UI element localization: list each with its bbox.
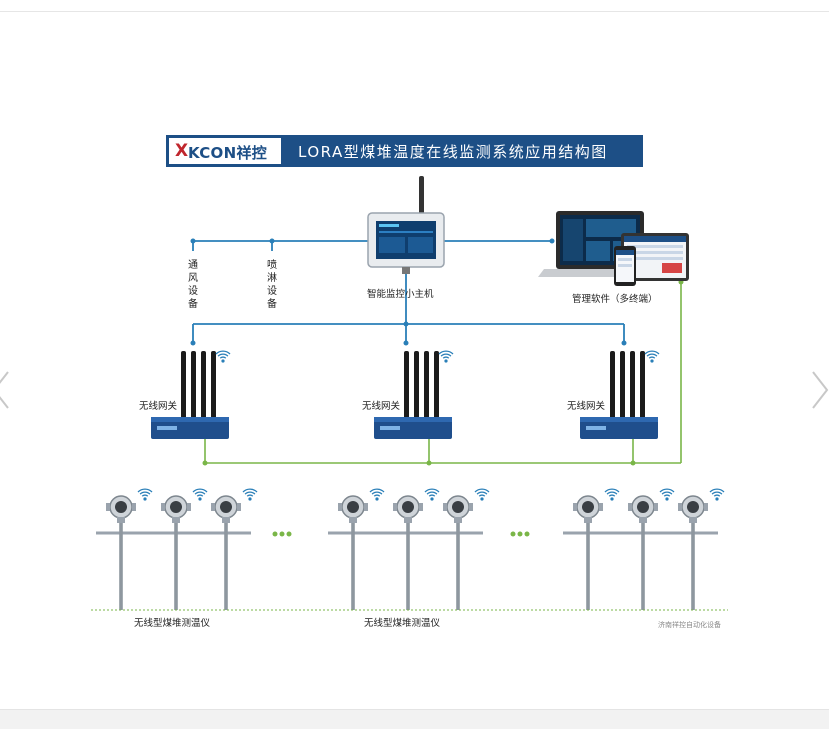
host-label: 智能监控小主机 [367,289,434,300]
temperature-sensor-7 [573,488,620,610]
ventilation-label: 通风设备 [188,260,198,310]
wifi-signal-icon [474,488,490,501]
smart-host-device [367,176,445,274]
wifi-signal-icon [192,488,208,501]
logo-mark: X [175,141,189,161]
sensor-label-2: 无线型煤堆测温仪 [364,618,441,629]
diagram-title: LORA型煤堆温度在线监测系统应用结构图 [298,143,608,161]
temperature-sensor-4 [338,488,385,610]
temperature-sensor-3 [211,488,258,610]
wifi-signal-icon [137,488,153,501]
title-bar: X KCON祥控 LORA型煤堆温度在线监测系统应用结构图 [166,135,643,167]
wifi-signal-icon [215,350,231,363]
gateway-label-3: 无线网关 [567,401,606,412]
logo-text: KCON祥控 [188,144,268,162]
structure-diagram: X KCON祥控 LORA型煤堆温度在线监测系统应用结构图 [66,121,748,637]
wifi-signal-icon [369,488,385,501]
signal-lines [204,282,682,464]
chevron-right-icon[interactable] [809,368,829,412]
temperature-sensors [96,488,725,610]
management-software-devices [538,211,689,286]
ellipsis-dots [272,531,530,537]
wifi-signal-icon [604,488,620,501]
wifi-signal-icon [644,350,660,363]
wifi-signal-icon [659,488,675,501]
bottom-bar [0,709,829,729]
wifi-signal-icon [709,488,725,501]
logo: X KCON祥控 [169,138,281,164]
diagram-graphics [91,176,728,611]
temperature-sensor-6 [443,488,490,610]
spray-label: 喷淋设备 [267,260,277,310]
sensor-label-1: 无线型煤堆测温仪 [134,618,211,629]
temperature-sensor-9 [678,488,725,610]
temperature-sensor-5 [393,488,440,610]
temperature-sensor-2 [161,488,208,610]
chevron-left-icon[interactable] [0,368,12,412]
gateway-label-1: 无线网关 [139,401,178,412]
watermark: 济南祥控自动化设备 [658,621,721,629]
wifi-signal-icon [242,488,258,501]
temperature-sensor-8 [628,488,675,610]
top-divider [0,11,829,12]
wifi-signal-icon [424,488,440,501]
wireless-gateway-3 [580,350,660,439]
wireless-gateway-2 [374,350,454,439]
temperature-sensor-1 [106,488,153,610]
wireless-gateways [151,350,660,439]
wifi-signal-icon [438,350,454,363]
gateway-label-2: 无线网关 [362,401,401,412]
network-junctions [190,238,627,346]
software-label: 管理软件（多终端） [572,294,658,305]
wireless-gateway-1 [151,350,231,439]
